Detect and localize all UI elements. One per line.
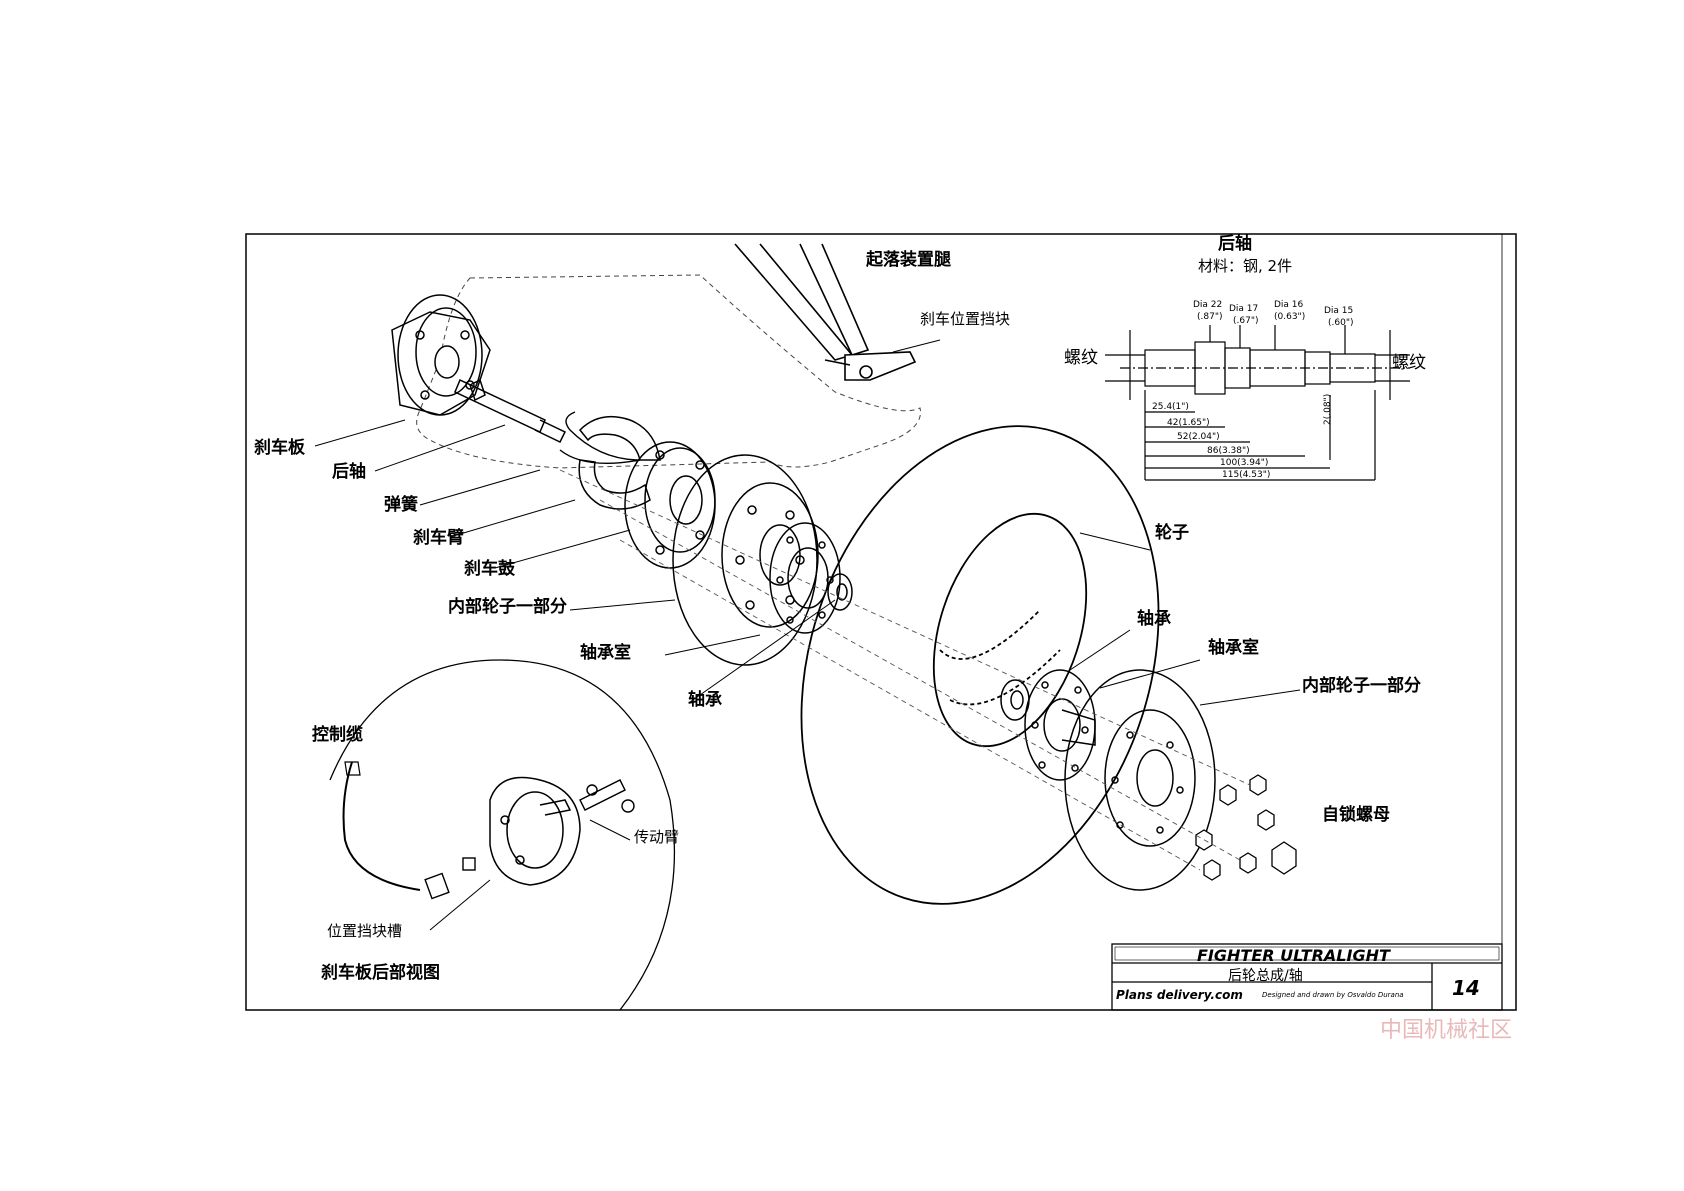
bearing-left-part — [827, 573, 853, 611]
bearing-right-part — [1000, 679, 1030, 721]
label-rear-axle: 后轴 — [332, 462, 366, 482]
title-block-page-number: 14 — [1452, 976, 1480, 1000]
drawing-frame — [245, 233, 1517, 1011]
label-brake-plate-rear-view: 刹车板后部视图 — [321, 963, 440, 983]
locknut-parts — [1195, 774, 1297, 881]
label-bearing-housing-left: 轴承室 — [580, 643, 631, 663]
label-control-cable: 控制缆 — [312, 725, 363, 745]
explode-centerlines — [559, 469, 1251, 871]
gear-leg-dashed-outline — [416, 274, 921, 469]
frame-inner-right — [1501, 233, 1517, 1011]
label-brake-arm: 刹车臂 — [413, 528, 464, 548]
label-inner-wheel-half-left: 内部轮子一部分 — [448, 597, 567, 617]
vertical-dim-2: 2(.08") — [1323, 393, 1333, 425]
label-actuating-arm: 传动臂 — [634, 828, 680, 846]
title-block-title: FIGHTER ULTRALIGHT — [1197, 946, 1390, 965]
length-86: 86(3.38") — [1207, 446, 1250, 456]
brake-plate-rear-part — [489, 776, 581, 886]
length-100: 100(3.94") — [1220, 458, 1269, 468]
label-brake-drum: 刹车鼓 — [464, 559, 515, 579]
bearing-housing-right-part — [1024, 669, 1096, 781]
dia-17-label: Dia 17 — [1229, 304, 1259, 314]
label-landing-gear-leg: 起落装置腿 — [866, 250, 951, 270]
landing-gear-leg — [734, 243, 917, 381]
label-bearing-right: 轴承 — [1137, 609, 1171, 629]
actuating-arm-part — [579, 779, 635, 813]
axle-thread-right: 螺纹 — [1392, 353, 1426, 373]
label-bearing-housing-right: 轴承室 — [1208, 638, 1259, 658]
label-bearing-left: 轴承 — [688, 690, 722, 710]
wheel-tire-part — [800, 425, 1160, 905]
dia-15-inch: (.60") — [1328, 318, 1354, 328]
axle-detail-drawing — [1105, 325, 1410, 481]
inner-wheel-half-right-part — [1064, 669, 1216, 891]
title-block-subtitle: 后轮总成/轴 — [1228, 968, 1303, 984]
title-block-brand: Plans delivery.com — [1116, 988, 1243, 1002]
dia-15-label: Dia 15 — [1324, 306, 1354, 316]
label-wheel: 轮子 — [1155, 523, 1189, 543]
axle-detail-material: 材料：钢, 2件 — [1198, 257, 1293, 275]
length-115: 115(4.53") — [1222, 470, 1271, 480]
label-spring: 弹簧 — [384, 495, 418, 515]
leader-lines — [314, 339, 1301, 931]
inner-wheel-half-left-part — [672, 454, 819, 666]
dia-16-inch: (0.63") — [1274, 312, 1306, 322]
watermark: 中国机械社区 — [1380, 1018, 1513, 1043]
axle-detail-title: 后轴 — [1218, 234, 1252, 254]
dia-22-inch: (.87") — [1197, 312, 1223, 322]
label-stop-slot: 位置挡块槽 — [327, 922, 403, 940]
brake-plate-part — [391, 294, 491, 416]
title-block-credit: Designed and drawn by Osvaldo Durana — [1262, 991, 1404, 999]
length-25-4: 25.4(1") — [1152, 402, 1189, 412]
length-52: 52(2.04") — [1177, 432, 1220, 442]
control-cable-part — [342, 761, 421, 891]
axle-thread-left: 螺纹 — [1064, 348, 1098, 368]
label-brake-plate: 刹车板 — [254, 438, 305, 458]
bearing-housing-left-part — [769, 522, 841, 634]
stop-slot-bolt — [424, 857, 476, 900]
dia-22-label: Dia 22 — [1193, 300, 1223, 310]
brake-shoe-part — [578, 415, 661, 510]
label-brake-stop: 刹车位置挡块 — [920, 310, 1011, 328]
dia-16-label: Dia 16 — [1274, 300, 1304, 310]
rear-axle-part — [454, 378, 567, 443]
rear-view-circle — [329, 659, 676, 1011]
title-block — [1111, 943, 1503, 1011]
dia-17-inch: (.67") — [1233, 316, 1259, 326]
label-locknut: 自锁螺母 — [1322, 805, 1390, 825]
length-42: 42(1.65") — [1167, 418, 1210, 428]
label-inner-wheel-half-right: 内部轮子一部分 — [1302, 676, 1421, 696]
